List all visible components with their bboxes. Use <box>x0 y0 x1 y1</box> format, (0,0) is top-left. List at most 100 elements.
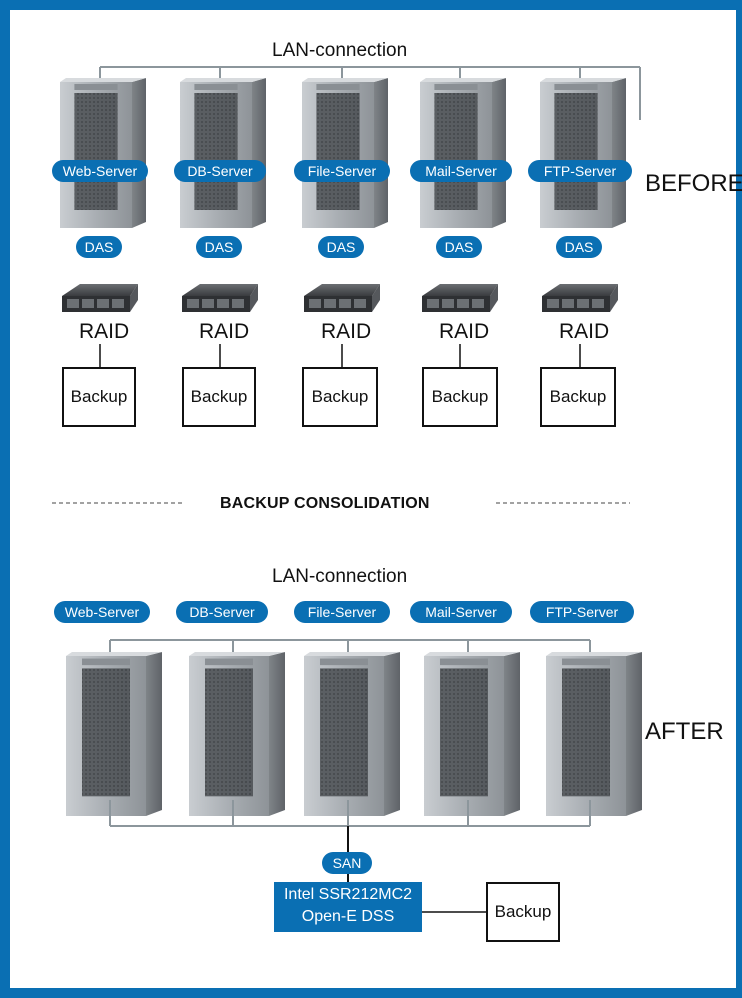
after-label: AFTER <box>645 718 724 745</box>
frame-right-border <box>736 0 742 998</box>
tower-grille <box>205 668 253 797</box>
raid-drive-bay <box>577 299 589 308</box>
server-badge-file: File-Server <box>294 601 390 623</box>
server-badge-ftp: FTP-Server <box>530 601 634 623</box>
tower-bay <box>194 84 238 90</box>
tower-grille <box>320 668 368 797</box>
tower-side <box>132 78 146 228</box>
backup-box: Backup <box>302 367 378 427</box>
server-tower-icon <box>420 78 506 228</box>
server-badge-web: Web-Server <box>52 160 148 182</box>
tower-grille <box>316 93 360 210</box>
before-label: BEFORE <box>645 170 742 197</box>
tower-bay <box>562 658 610 666</box>
raid-drive-bay <box>324 299 336 308</box>
tower-top <box>546 652 642 656</box>
raid-side <box>250 284 258 312</box>
storage-model: Intel SSR212MC2 <box>283 886 413 903</box>
raid-drive-bay <box>457 299 469 308</box>
tower-bay <box>554 84 598 90</box>
backup-box: Backup <box>486 882 560 942</box>
tower-bay <box>440 658 488 666</box>
raid-top <box>62 284 138 296</box>
tower-grille <box>562 668 610 797</box>
backup-box: Backup <box>182 367 256 427</box>
tower-grille <box>194 93 238 210</box>
das-badge: DAS <box>436 236 482 258</box>
tower-grille <box>82 668 130 797</box>
after-section <box>66 639 642 913</box>
server-tower-icon <box>60 78 146 228</box>
server-badge-db: DB-Server <box>174 160 266 182</box>
raid-drive-bay <box>427 299 439 308</box>
tower-bay <box>316 84 360 90</box>
tower-bay <box>82 658 130 666</box>
server-badge-web: Web-Server <box>54 601 150 623</box>
server-badge-ftp: FTP-Server <box>528 160 632 182</box>
storage-appliance: Intel SSR212MC2 Open-E DSS <box>274 882 422 932</box>
tower-side <box>492 78 506 228</box>
server-tower-icon <box>540 78 626 228</box>
tower-side <box>504 652 520 816</box>
frame-left-border <box>0 0 10 998</box>
section-divider-title: BACKUP CONSOLIDATION <box>220 495 430 512</box>
frame-top-border <box>0 0 742 10</box>
tower-side <box>384 652 400 816</box>
tower-top <box>424 652 520 656</box>
lan-connection-label: LAN-connection <box>272 566 408 587</box>
frame-corner <box>10 970 40 988</box>
raid-drive-bay <box>562 299 574 308</box>
raid-label: RAID <box>79 320 130 343</box>
server-badge-db: DB-Server <box>176 601 268 623</box>
raid-drive-bay <box>82 299 94 308</box>
raid-enclosure-icon <box>182 284 258 312</box>
tower-top <box>302 78 388 82</box>
tower-top <box>66 652 162 656</box>
tower-bay <box>205 658 253 666</box>
raid-drive-bay <box>442 299 454 308</box>
tower-top <box>420 78 506 82</box>
raid-drive-bay <box>187 299 199 308</box>
server-tower-icon <box>424 652 520 816</box>
tower-bay <box>434 84 478 90</box>
raid-drive-bay <box>354 299 366 308</box>
before-section <box>60 66 641 367</box>
server-badge-mail: Mail-Server <box>410 601 512 623</box>
frame-bottom-border <box>0 988 742 998</box>
server-tower-icon <box>189 652 285 816</box>
das-badge: DAS <box>318 236 364 258</box>
raid-drive-bay <box>67 299 79 308</box>
raid-side <box>372 284 380 312</box>
tower-grille <box>554 93 598 210</box>
raid-label: RAID <box>439 320 490 343</box>
server-tower-icon <box>546 652 642 816</box>
das-badge: DAS <box>76 236 122 258</box>
raid-enclosure-icon <box>542 284 618 312</box>
server-tower-icon <box>180 78 266 228</box>
tower-top <box>189 652 285 656</box>
raid-drive-bay <box>232 299 244 308</box>
server-badge-mail: Mail-Server <box>410 160 512 182</box>
server-tower-icon <box>304 652 400 816</box>
tower-top <box>60 78 146 82</box>
raid-drive-bay <box>217 299 229 308</box>
raid-label: RAID <box>321 320 372 343</box>
raid-drive-bay <box>547 299 559 308</box>
raid-drive-bay <box>97 299 109 308</box>
backup-box: Backup <box>540 367 616 427</box>
raid-enclosure-icon <box>304 284 380 312</box>
server-tower-icon <box>302 78 388 228</box>
raid-label: RAID <box>199 320 250 343</box>
lan-connection-label: LAN-connection <box>272 40 408 61</box>
tower-top <box>304 652 400 656</box>
storage-software: Open-E DSS <box>301 908 395 925</box>
das-badge: DAS <box>556 236 602 258</box>
raid-top <box>182 284 258 296</box>
raid-side <box>490 284 498 312</box>
raid-top <box>422 284 498 296</box>
raid-drive-bay <box>592 299 604 308</box>
tower-bay <box>74 84 118 90</box>
das-badge: DAS <box>196 236 242 258</box>
raid-side <box>610 284 618 312</box>
